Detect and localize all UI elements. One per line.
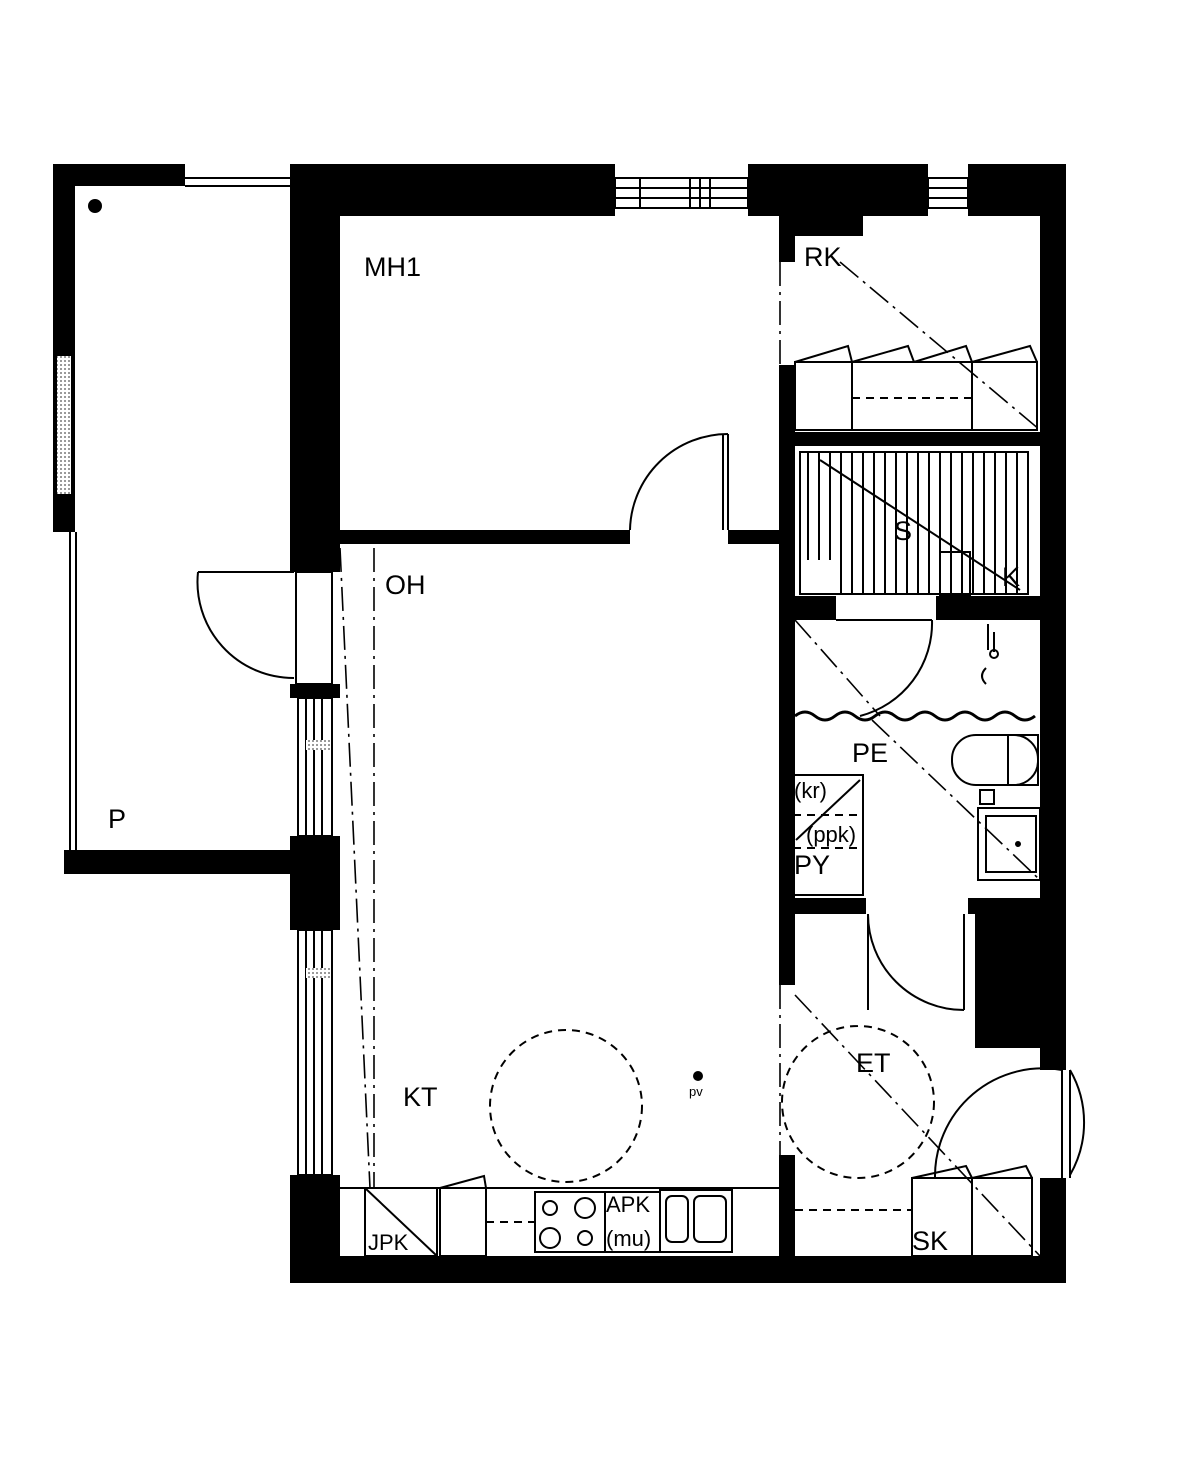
dash-dot-lines <box>339 261 1041 1257</box>
door-bath-swing <box>867 913 965 1011</box>
turning-circle-kitchen <box>489 1029 643 1183</box>
wall-sauna-top <box>780 432 1040 446</box>
shower-curtain <box>794 710 1036 722</box>
door-balcony-swing <box>196 571 295 680</box>
room-label-p: P <box>108 804 126 834</box>
wall-sauna-bottom-left <box>780 596 836 620</box>
sauna-bench-area <box>799 451 1029 595</box>
sauna <box>799 451 1029 597</box>
wall-core-left-lower <box>779 1155 795 1265</box>
door-sauna-swing <box>859 619 934 717</box>
wall-left-middle <box>290 836 340 930</box>
fixture-label-pv: pv <box>689 1084 703 1099</box>
wall-top-middle <box>748 164 928 216</box>
sink-cabinet <box>977 807 1041 881</box>
fixture-label-jpk: JPK <box>368 1230 409 1255</box>
sink-icon <box>985 815 1037 873</box>
door-mh1-swing <box>629 433 729 531</box>
ventilation-icon <box>693 1071 703 1081</box>
labels: MH1 OH KT P RK S K PE PY ET SK (kr) (ppk… <box>108 242 1020 1256</box>
window-rk <box>927 177 969 209</box>
closet-rk <box>794 344 1038 431</box>
room-label-s: S <box>894 516 912 546</box>
hall <box>781 1025 1033 1257</box>
balcony <box>53 164 290 874</box>
wall-bottom <box>290 1256 1066 1283</box>
room-label-kt: KT <box>403 1082 438 1112</box>
door-entrance-swing-in <box>933 1067 1063 1179</box>
window-mh1 <box>614 177 749 209</box>
fixture-label-mu: (mu) <box>606 1226 651 1251</box>
fixture-label-ppk: (ppk) <box>806 822 856 847</box>
room-label-mh1: MH1 <box>364 252 421 282</box>
room-label-pe: PE <box>852 738 888 768</box>
balcony-door-frame <box>295 571 333 685</box>
fridge-jpk <box>364 1187 438 1257</box>
wall-sauna-bottom-right <box>936 596 1040 620</box>
wall-shaft <box>975 914 1045 1048</box>
shower-head-icon <box>987 624 995 652</box>
wall-mh1-bottom-left <box>340 530 630 544</box>
room-label-sk: SK <box>912 1226 948 1256</box>
kitchen-sink-icon <box>659 1189 733 1253</box>
turning-circle-hall <box>781 1025 935 1179</box>
windows <box>290 177 969 1176</box>
wall-left-upper <box>290 164 340 572</box>
room-label-py: PY <box>794 850 830 880</box>
sauna-stove <box>939 551 971 597</box>
wall-core-left <box>779 365 795 985</box>
room-label-et: ET <box>856 1048 891 1078</box>
fixture-label-apk: APK <box>606 1192 650 1217</box>
washer-area <box>792 774 864 896</box>
wall-rk-stub <box>795 212 863 236</box>
door-entrance-swing-out <box>1069 1069 1085 1176</box>
balcony-wall-bottom <box>64 850 290 874</box>
toilet-icon <box>951 734 1039 786</box>
drain-icon <box>88 199 102 213</box>
kitchen <box>340 1029 780 1257</box>
wall-right-lower <box>1040 1178 1066 1283</box>
balcony-vent-panel <box>55 354 73 496</box>
bathroom <box>792 624 1041 896</box>
room-label-oh: OH <box>385 570 426 600</box>
doors <box>196 433 1085 1179</box>
balcony-wall-top <box>53 164 185 186</box>
outer-walls <box>290 164 1066 1283</box>
fixture-label-kr: (kr) <box>794 778 827 803</box>
room-label-k: K <box>1002 562 1020 592</box>
wall-bath-bottom-left <box>780 898 866 914</box>
wall-top-left <box>290 164 615 216</box>
interior-walls <box>340 212 1045 1265</box>
room-label-rk: RK <box>804 242 842 272</box>
wall-mh1-bottom-right <box>728 530 780 544</box>
stove-icon <box>534 1191 606 1253</box>
